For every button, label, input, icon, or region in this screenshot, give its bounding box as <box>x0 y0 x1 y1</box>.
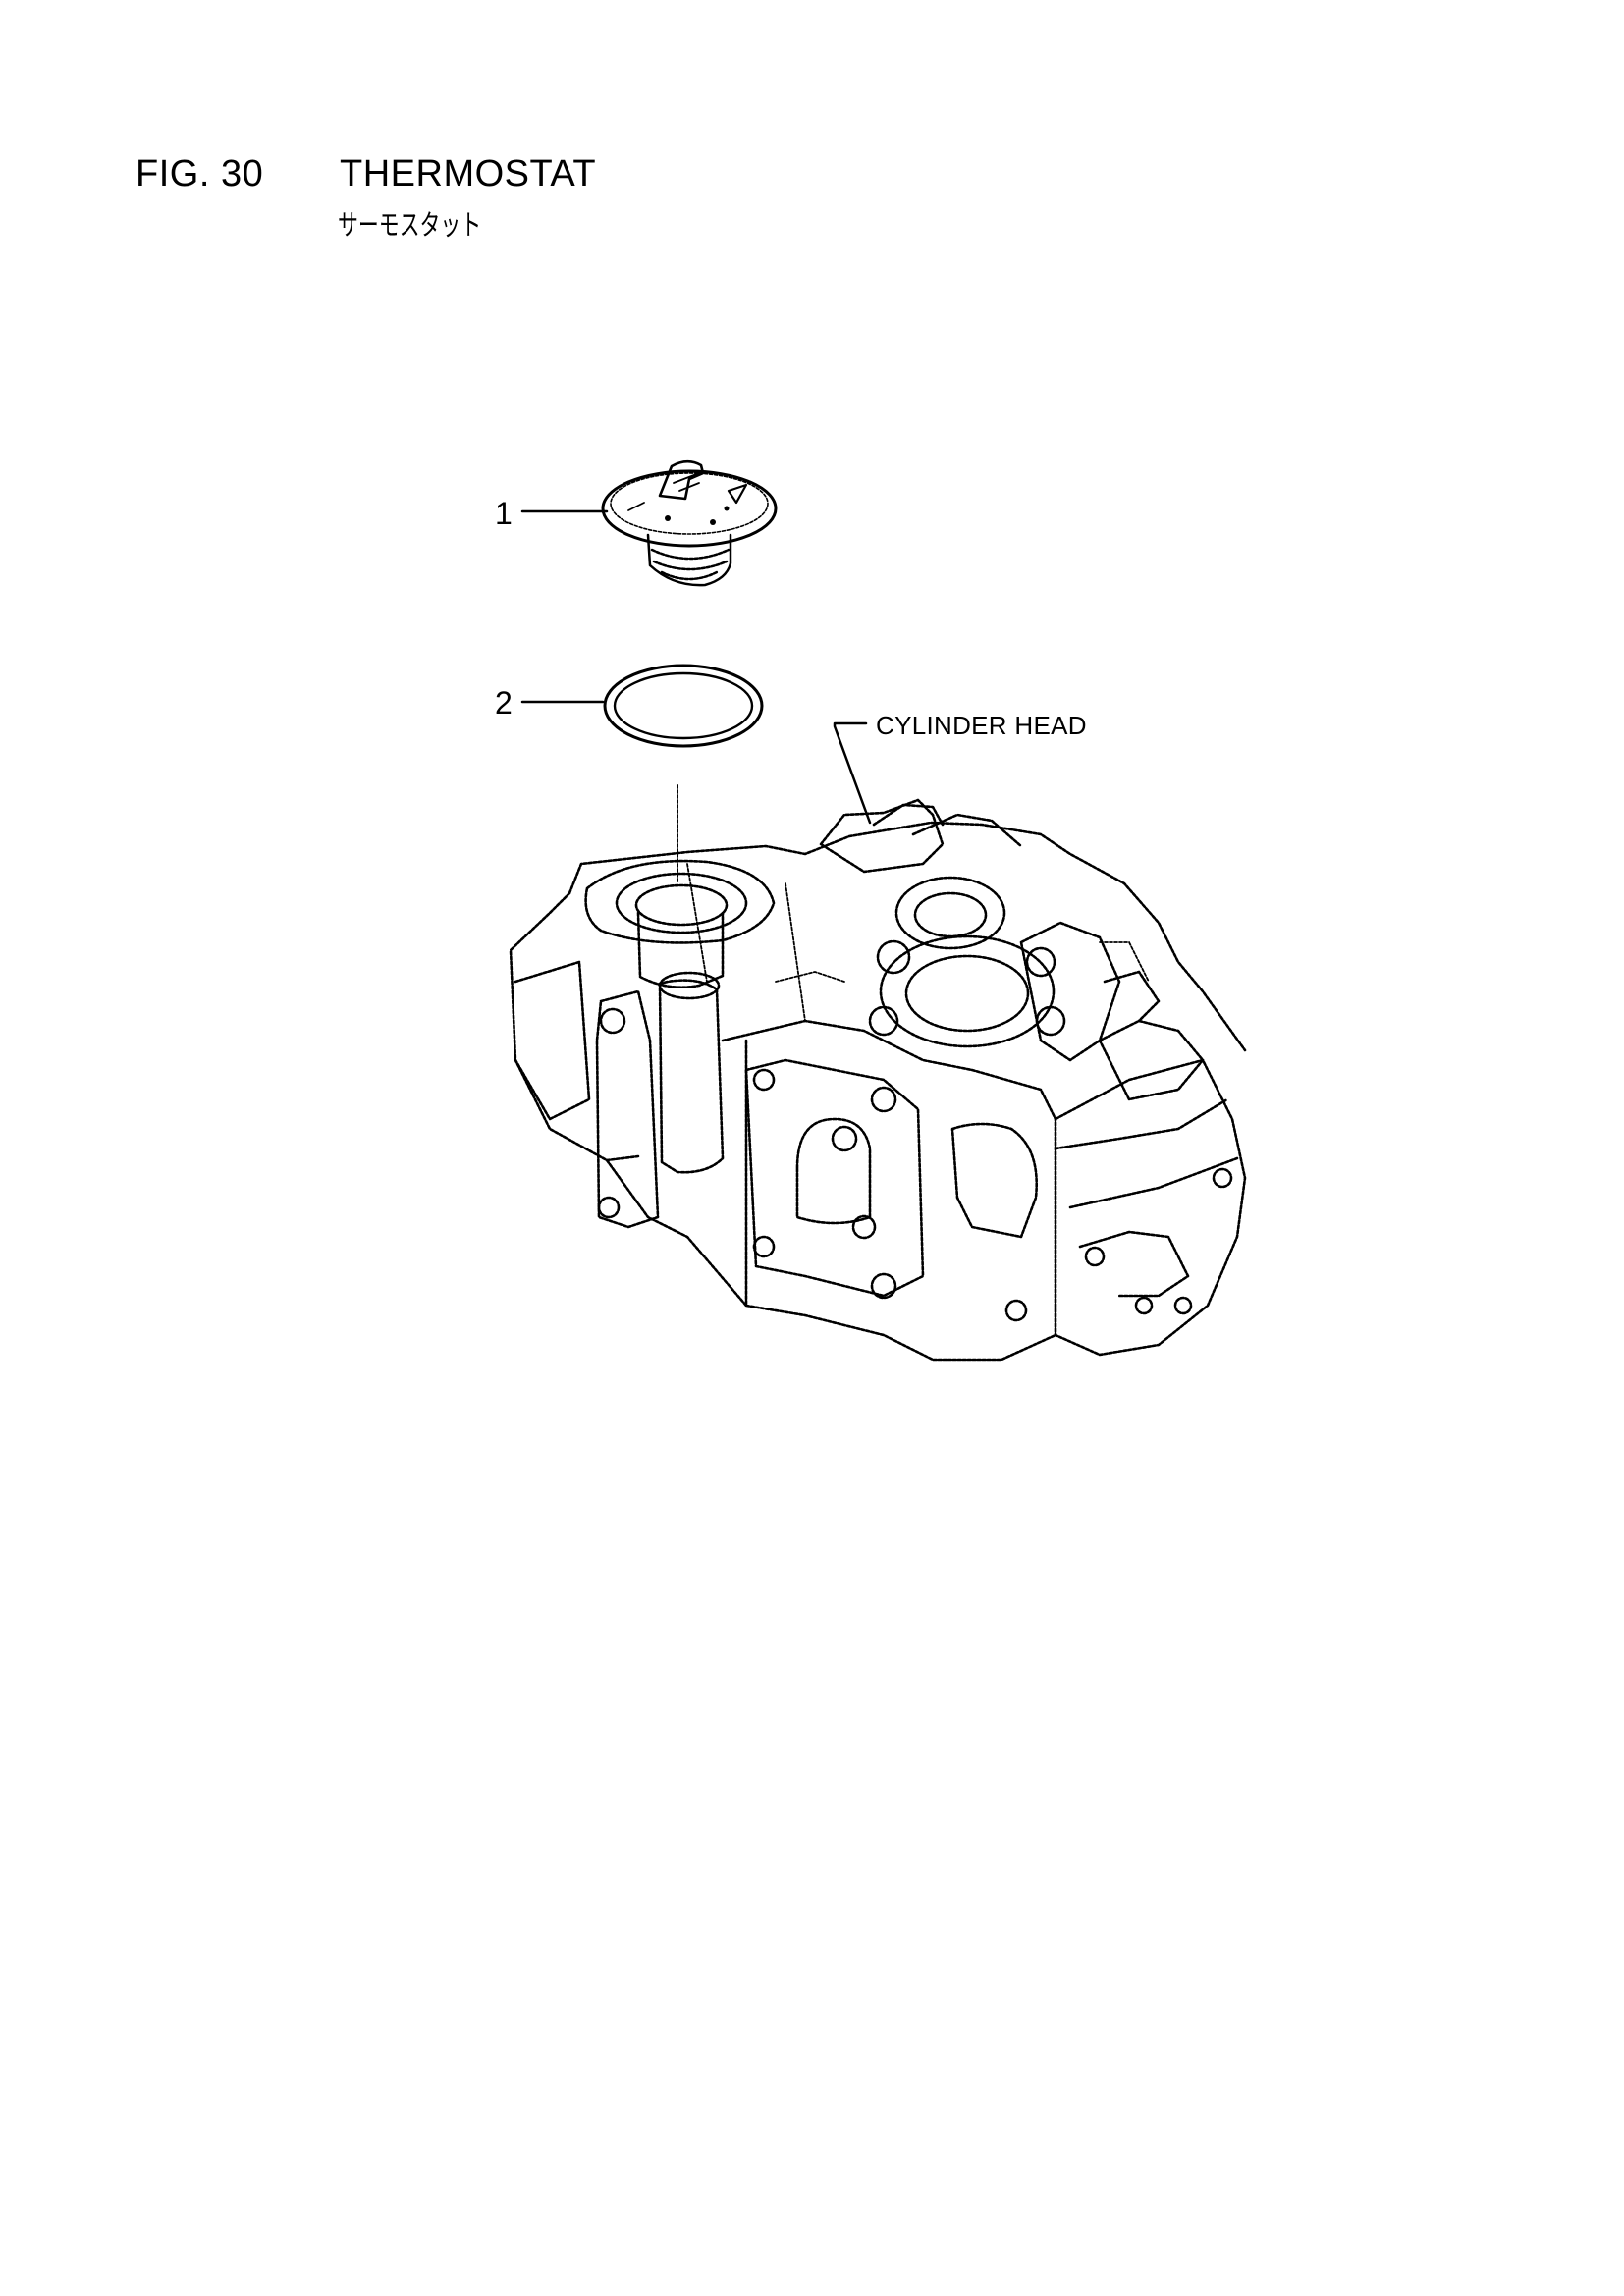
figure-subtitle-japanese: サーモスタット <box>338 208 482 241</box>
gasket-ring-part <box>603 664 764 748</box>
cylinder-head-drawing <box>509 798 1247 1362</box>
callout-number-2: 2 <box>495 685 513 721</box>
cylinder-head-label: CYLINDER HEAD <box>876 711 1087 740</box>
figure-number: FIG. 30 <box>135 153 264 194</box>
figure-title: THERMOSTAT <box>340 153 597 194</box>
thermostat-part <box>601 459 778 587</box>
callout-number-1: 1 <box>495 496 513 531</box>
leader-lines <box>520 509 872 884</box>
leader-line-cylinder-head <box>833 721 872 825</box>
